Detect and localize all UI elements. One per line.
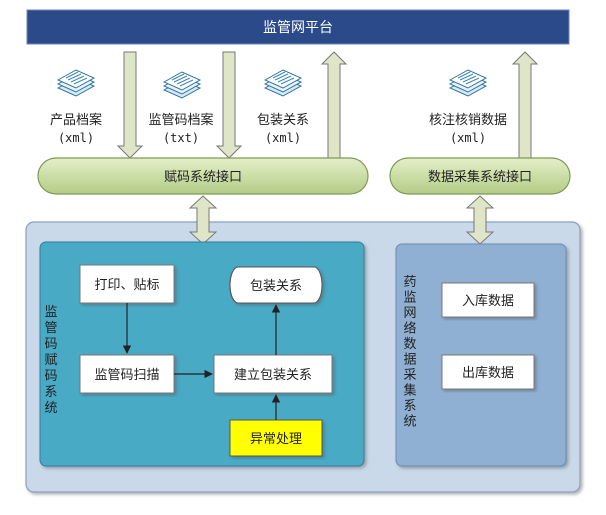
collection-interface: 数据采集系统接口 [389,157,571,195]
document-package: 包装关系 (xml) [257,69,309,145]
document-name: 包装关系 [257,113,309,128]
document-format: (xml) [450,131,486,145]
step-build: 建立包装关系 [213,354,333,394]
arrow-up-2 [511,51,539,159]
document-icon [57,69,95,97]
step-scan-label: 监管码扫描 [94,368,159,383]
collection-item-outbound: 出库数据 [441,354,535,390]
step-exception: 异常处理 [229,419,323,457]
platform-bar: 监管网平台 [26,9,570,45]
step-print-label: 打印、贴标 [94,278,159,293]
step-print: 打印、贴标 [79,264,175,304]
document-icon [449,69,487,97]
document-name: 产品档案 [50,113,102,128]
coding-system-title: 监管码赋码系统 [44,305,57,416]
arrow-down-1 [116,51,144,159]
document-product: 产品档案 (xml) [50,69,102,145]
step-scan: 监管码扫描 [79,354,175,394]
document-format: (xml) [265,131,301,145]
document-icon [163,71,201,99]
document-icon [264,69,302,97]
platform-title: 监管网平台 [263,20,333,36]
document-verification: 核注核销数据 (xml) [429,69,507,145]
step-store-label: 包装关系 [250,279,302,294]
step-exception-label: 异常处理 [250,432,302,447]
step-store: 包装关系 [229,266,323,304]
collection-interface-label: 数据采集系统接口 [428,169,532,185]
document-name: 核注核销数据 [429,113,507,128]
coding-interface-label: 赋码系统接口 [164,169,242,185]
document-name: 监管码档案 [148,113,213,128]
document-code: 监管码档案 (txt) [148,71,214,145]
collection-item-label: 出库数据 [462,365,514,381]
arrow-up-1 [320,51,348,159]
document-format: (xml) [58,131,94,145]
document-format: (txt) [163,131,199,145]
arrow-down-2 [215,51,243,159]
collection-item-label: 入库数据 [462,293,514,309]
step-build-label: 建立包装关系 [234,368,312,383]
coding-interface: 赋码系统接口 [37,157,369,195]
collection-item-inbound: 入库数据 [441,282,535,318]
collection-system-title: 药监网络数据采集系统 [403,275,416,430]
